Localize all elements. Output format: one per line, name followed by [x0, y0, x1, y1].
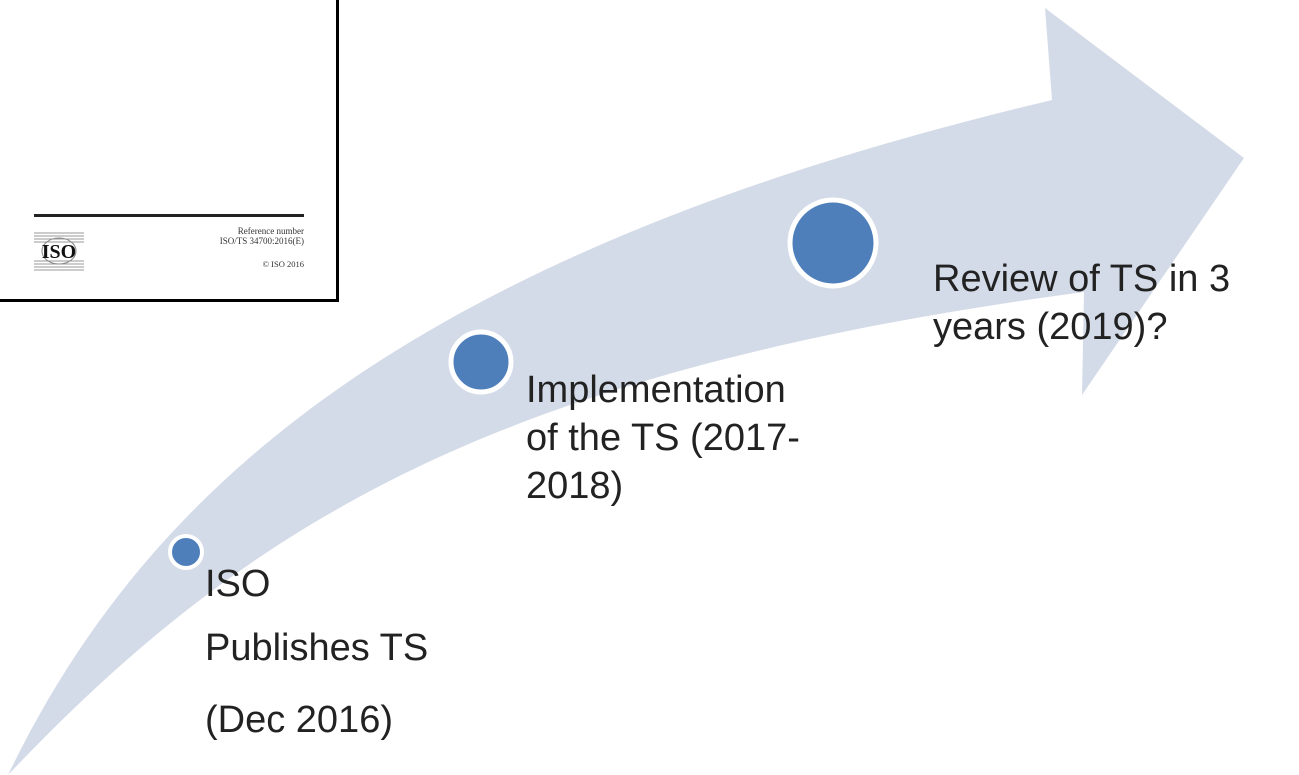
- milestone-implementation-line2: of the TS (2017-: [526, 417, 800, 459]
- milestone-implementation-label: Implementation of the TS (2017- 2018): [526, 366, 800, 510]
- reference-number-label: Reference number: [237, 226, 304, 236]
- milestone-dot-review: [787, 197, 879, 289]
- copyright-notice: © ISO 2016: [262, 259, 304, 269]
- milestone-review-line1: Review of TS in 3: [933, 258, 1231, 300]
- milestone-implementation-line3: 2018): [526, 465, 624, 507]
- milestone-publish-label-line2: Publishes TS: [205, 627, 429, 669]
- reference-number: ISO/TS 34700:2016(E): [219, 236, 304, 246]
- milestone-publish-label-line3: (Dec 2016): [205, 699, 393, 741]
- iso-logo-icon: ISO: [34, 232, 84, 271]
- milestone-review-label: Review of TS in 3 years (2019)?: [933, 255, 1230, 351]
- milestone-dot-implementation: [448, 329, 514, 395]
- milestone-dot-publish: [168, 534, 204, 570]
- iso-logo-text: ISO: [42, 241, 76, 263]
- milestone-publish-label-line1: ISO: [205, 563, 271, 605]
- iso-cover-page: ISO Reference number ISO/TS 34700:2016(E…: [0, 0, 339, 302]
- cover-divider: [34, 214, 304, 217]
- milestone-review-line2: years (2019)?: [933, 306, 1168, 348]
- milestone-implementation-line1: Implementation: [526, 369, 786, 411]
- growth-arrow: [8, 8, 1244, 775]
